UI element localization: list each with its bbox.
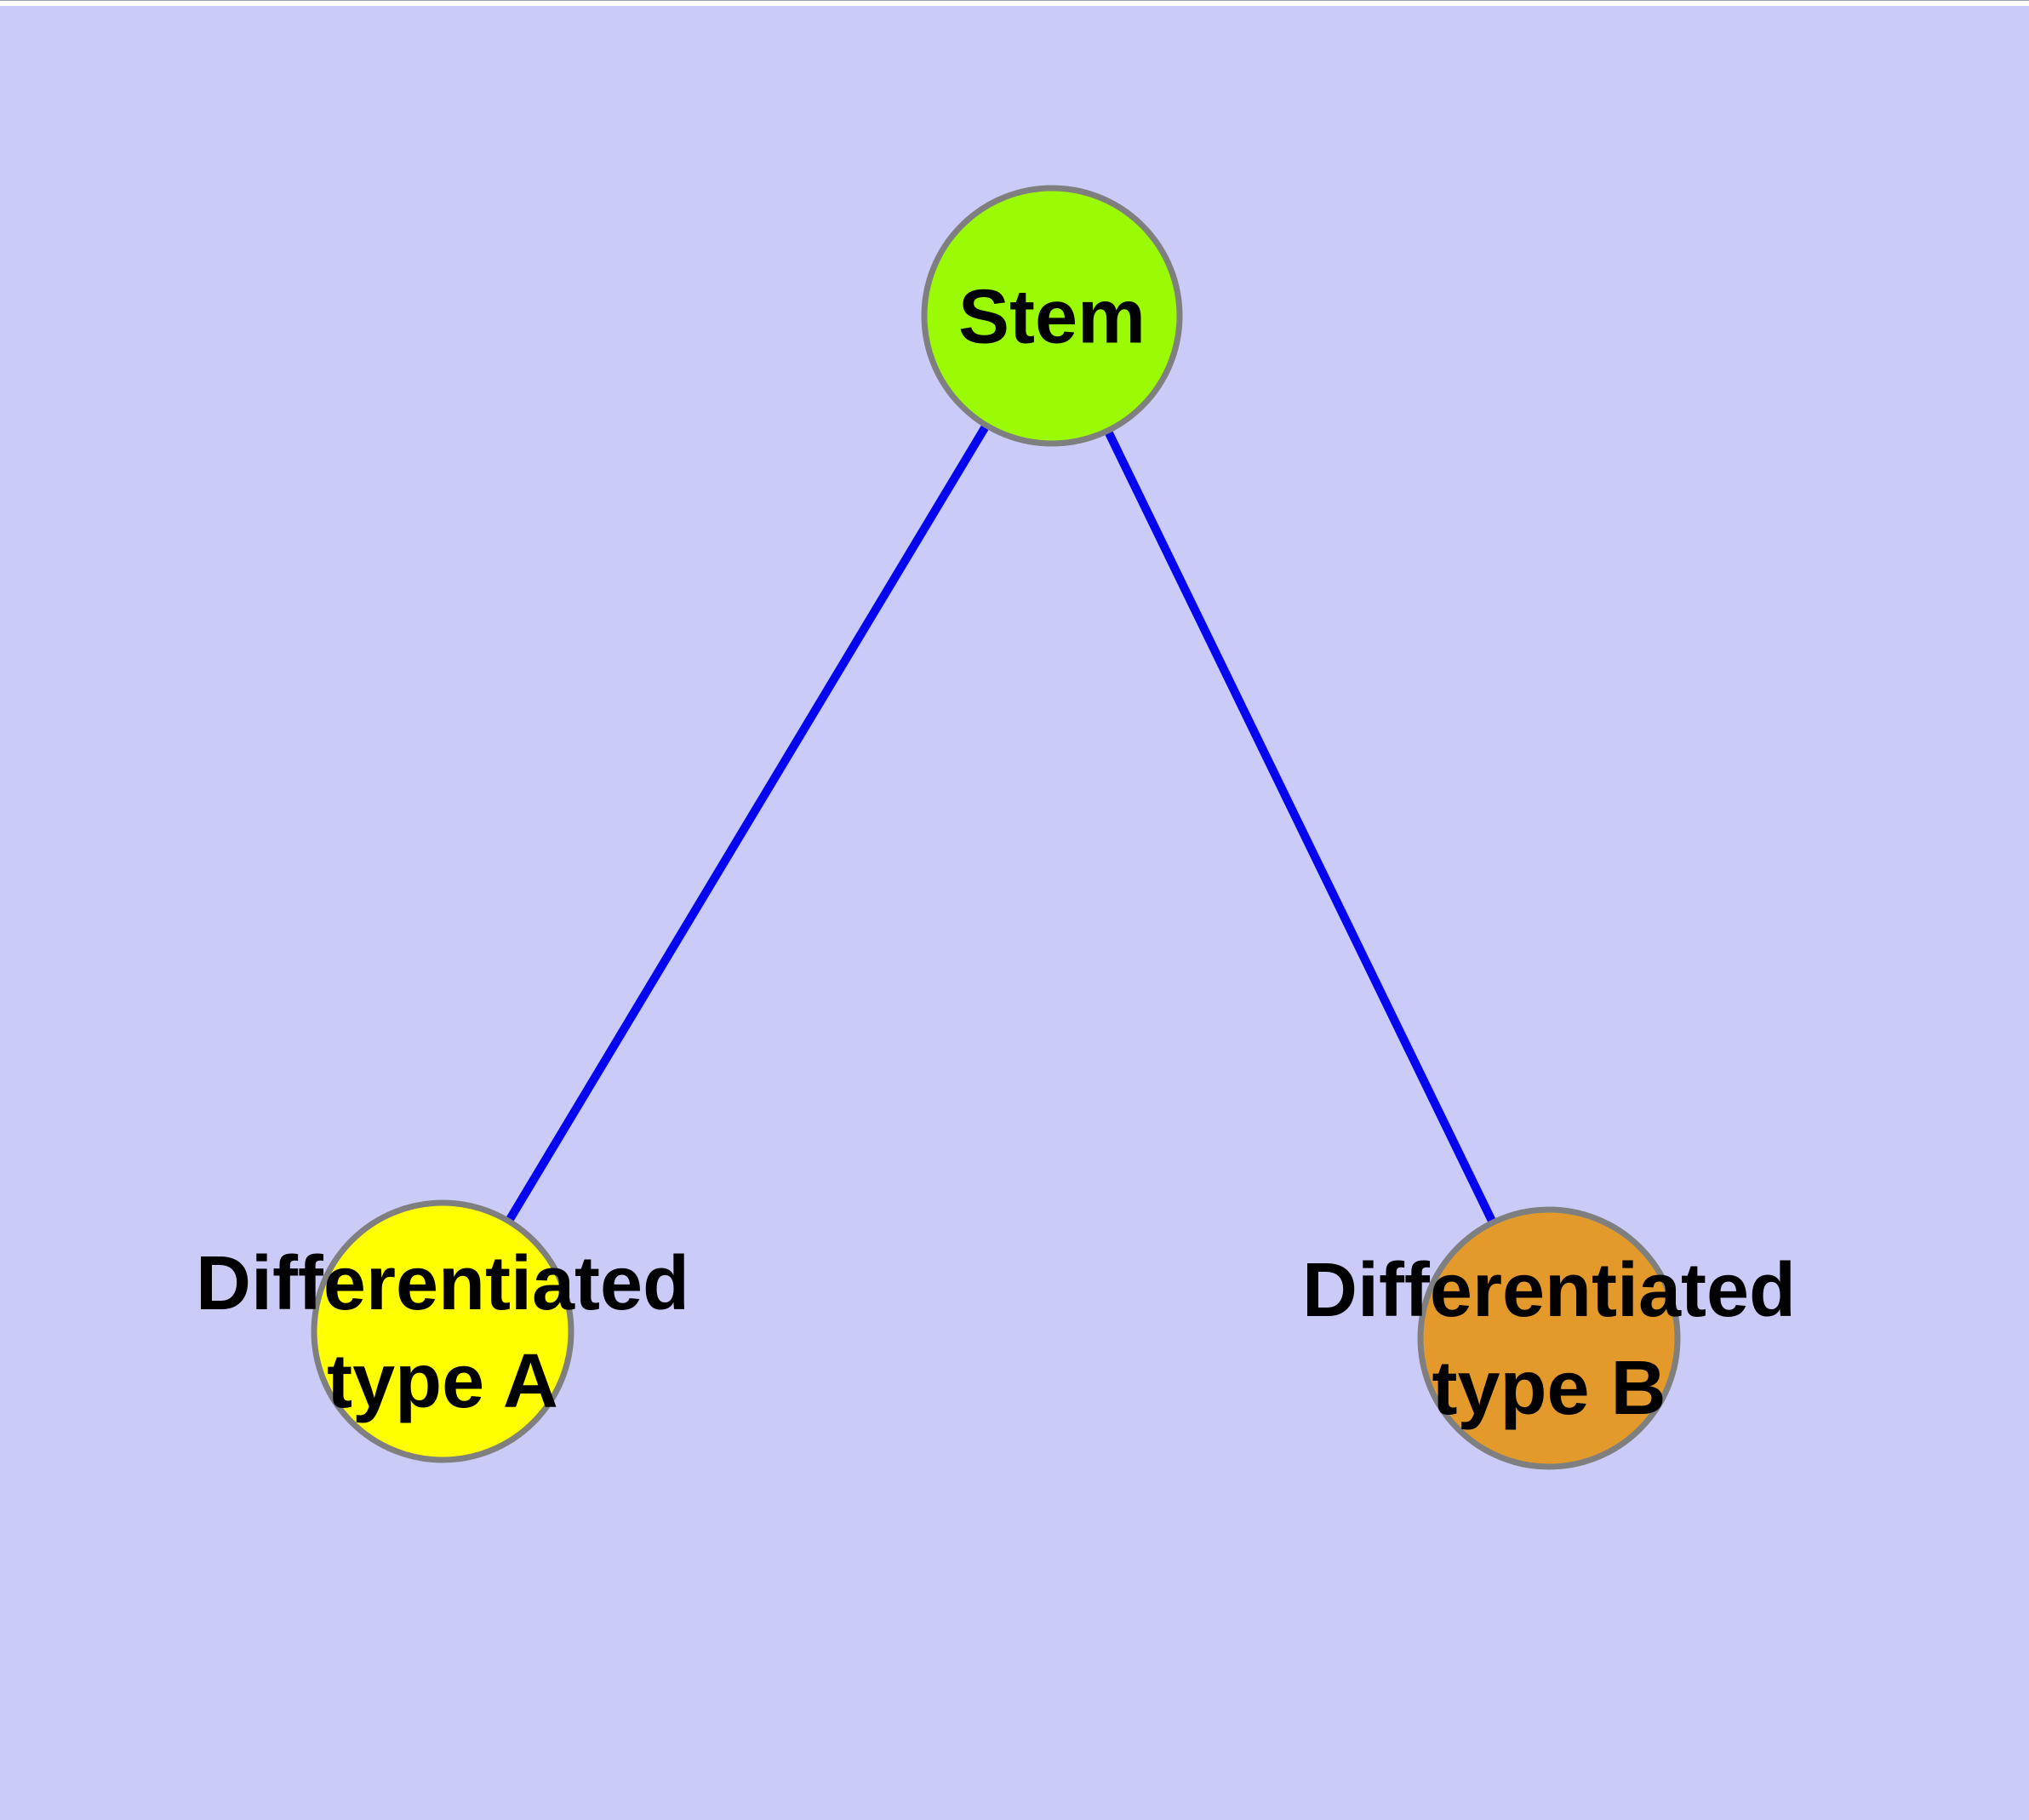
node-label-line: Differentiated <box>1302 1248 1796 1333</box>
node-circle-typeB <box>1417 1206 1681 1470</box>
edge-stem-typeB <box>1048 313 1553 1341</box>
node-label-typeB: Differentiated type B <box>1302 1248 1796 1431</box>
node-label-line: type B <box>1432 1346 1666 1431</box>
edge-stem-typeA <box>438 313 1056 1334</box>
node-label-typeA: Differentiated type A <box>196 1241 689 1424</box>
node-label-line: type A <box>327 1339 558 1424</box>
node-circle-typeA <box>311 1199 574 1463</box>
node-label-line: Stem <box>958 275 1146 360</box>
top-margin-strip <box>0 0 2029 6</box>
node-label-line: Differentiated <box>196 1241 689 1326</box>
node-circle-stem <box>921 185 1183 447</box>
node-label-stem: Stem <box>958 275 1146 360</box>
